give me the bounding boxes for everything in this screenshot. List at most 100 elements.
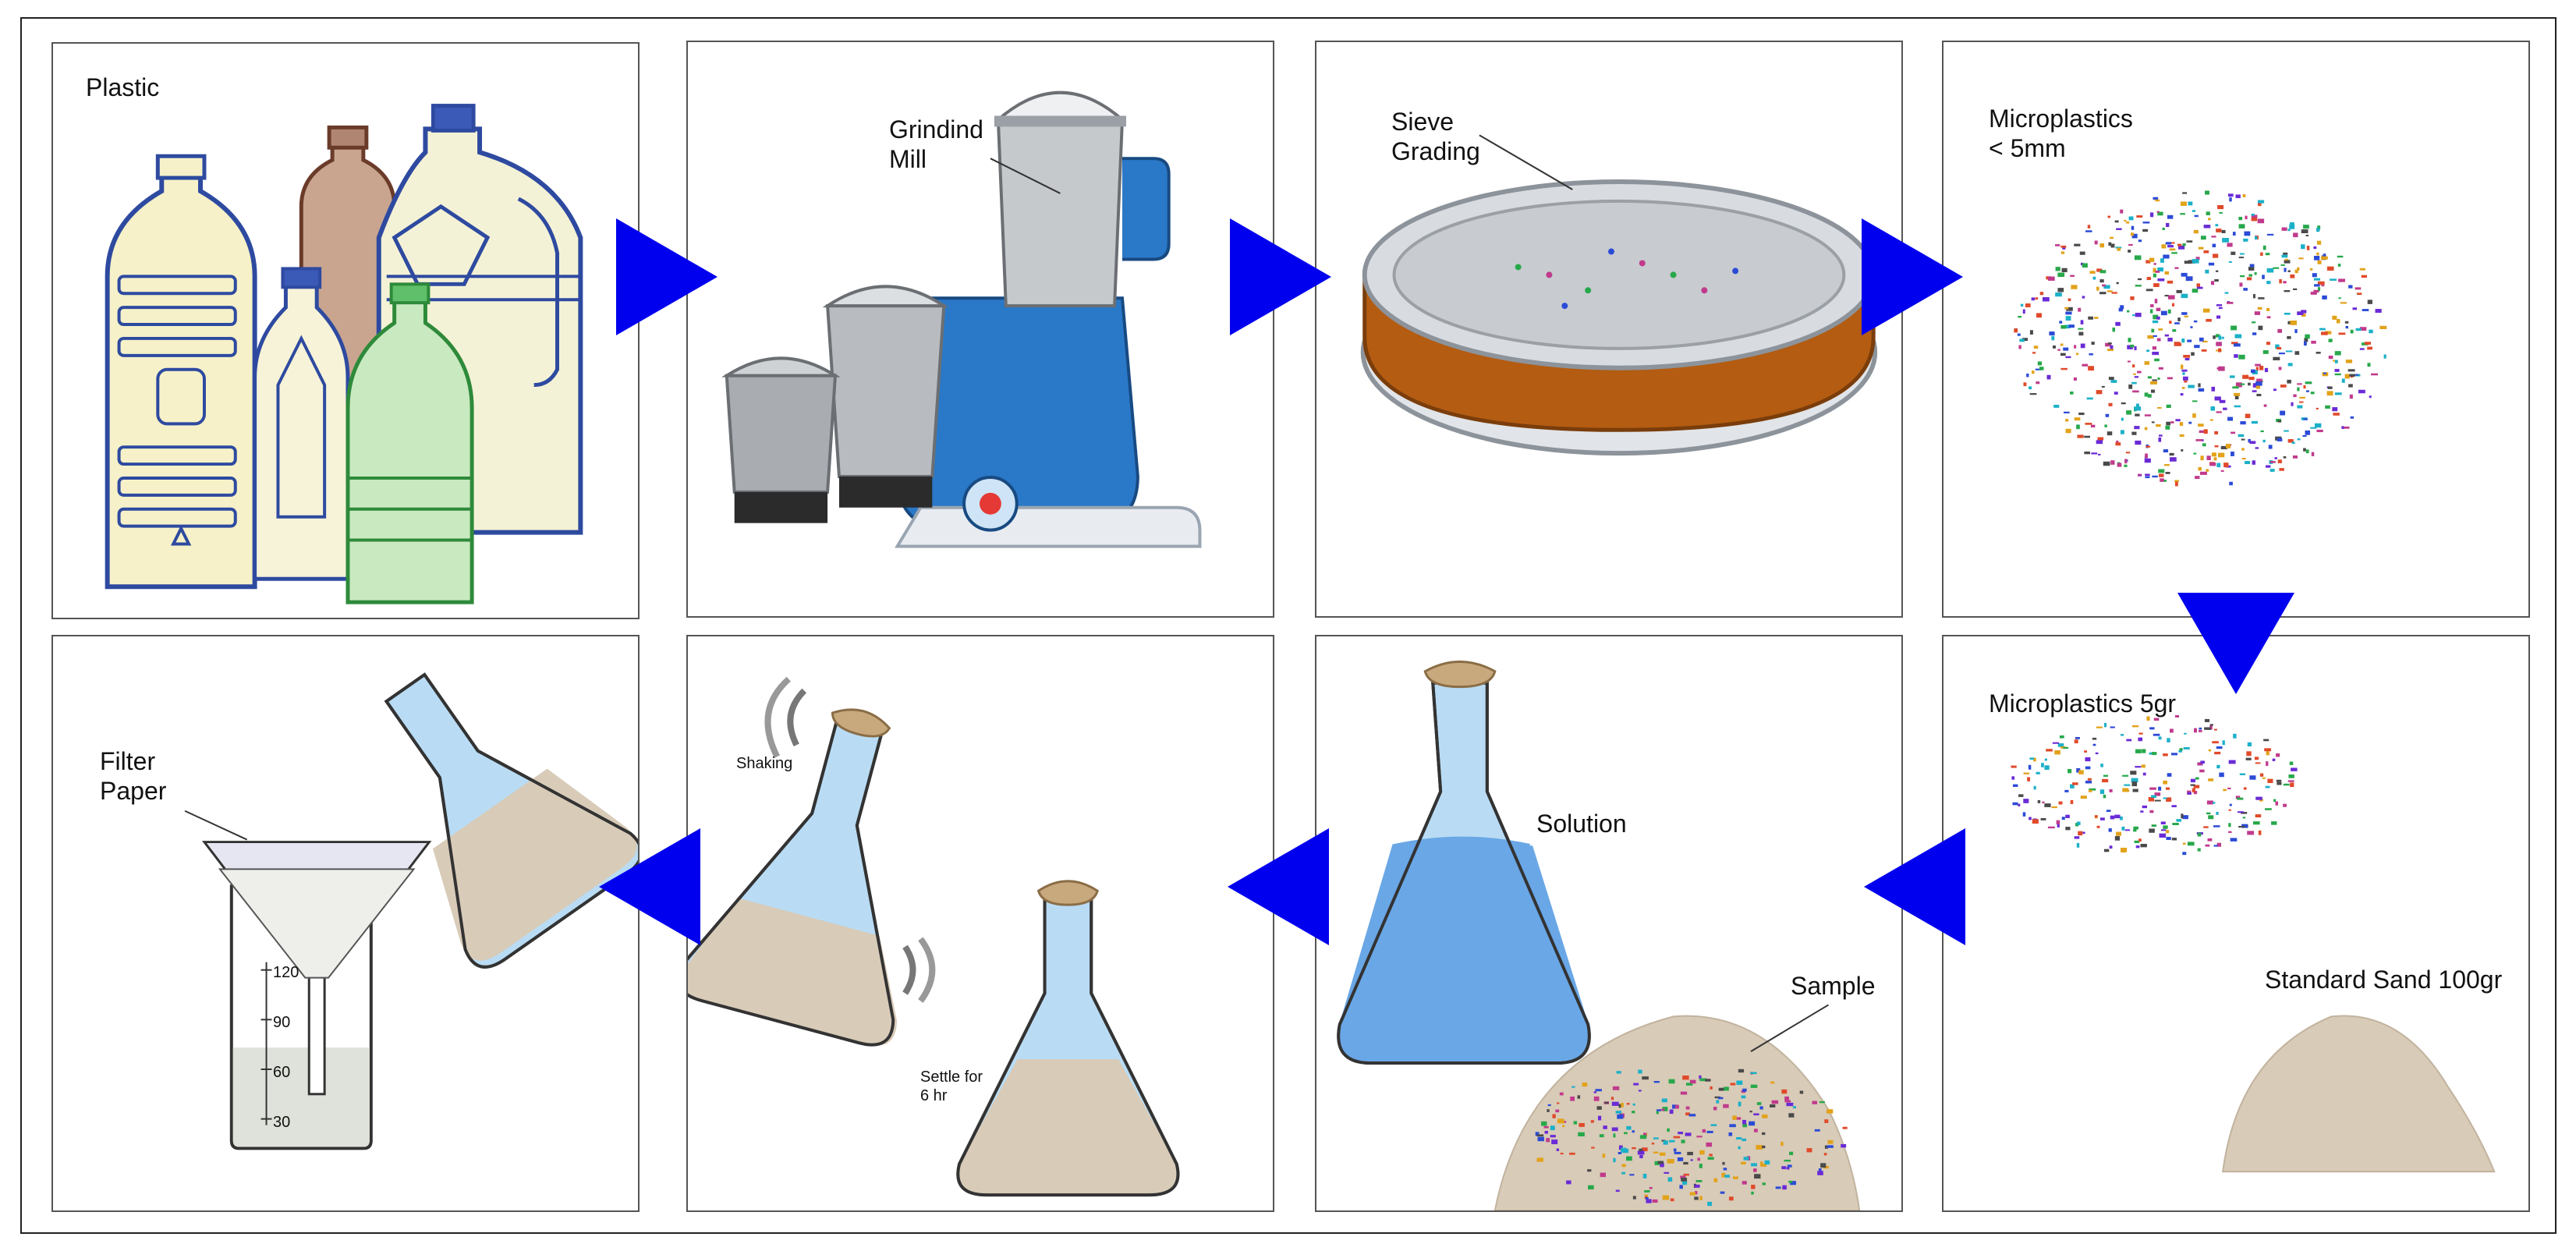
microplastic-particle xyxy=(2012,802,2018,806)
microplastic-particle xyxy=(2263,404,2267,407)
microplastic-particle xyxy=(2333,413,2340,416)
microplastic-particle xyxy=(2297,387,2300,392)
microplastic-particle xyxy=(2231,452,2234,456)
microplastic-particle xyxy=(2337,255,2344,258)
microplastic-particle xyxy=(2042,801,2045,803)
microplastic-particle xyxy=(2367,346,2372,350)
microplastic-particle xyxy=(2243,787,2247,790)
microplastic-particle xyxy=(2058,801,2063,805)
sample-particle xyxy=(1611,1101,1619,1106)
microplastic-particle xyxy=(2149,257,2155,262)
sample-particle xyxy=(1604,1101,1609,1104)
microplastic-particle xyxy=(2147,335,2154,339)
sample-particle xyxy=(1625,1156,1632,1161)
microplastic-particle xyxy=(2233,733,2237,739)
microplastic-particle xyxy=(2180,393,2184,396)
microplastic-particle xyxy=(2334,373,2341,376)
sample-particle xyxy=(1615,1111,1622,1114)
microplastic-particle xyxy=(2359,327,2367,331)
microplastic-particle xyxy=(2266,751,2270,756)
sample-particle xyxy=(1753,1113,1759,1116)
microplastic-particle xyxy=(2223,462,2229,468)
microplastic-particle xyxy=(2063,746,2069,750)
microplastic-particle xyxy=(2078,770,2084,774)
microplastic-particle xyxy=(2096,825,2100,828)
sample-particle xyxy=(1720,1191,1725,1194)
microplastic-particle xyxy=(2134,346,2137,351)
sample-particle xyxy=(1626,1103,1630,1105)
microplastic-particle xyxy=(2115,442,2121,446)
microplastic-particle xyxy=(2322,295,2327,299)
microplastic-particle xyxy=(2341,378,2345,383)
microplastic-particle xyxy=(2126,739,2132,742)
microplastic-particle xyxy=(2092,276,2096,280)
microplastic-particle xyxy=(2181,293,2188,299)
sample-particle xyxy=(1685,1106,1690,1110)
microplastic-particle xyxy=(2321,285,2325,287)
microplastic-particle xyxy=(2341,426,2344,430)
microplastic-particle xyxy=(2171,805,2177,808)
microplastic-particle xyxy=(2150,304,2154,307)
microplastic-particle xyxy=(2223,407,2227,410)
microplastic-particle xyxy=(2228,809,2231,811)
microplastic-particle xyxy=(2116,831,2121,836)
microplastic-particle xyxy=(2098,453,2101,455)
microplastic-particle xyxy=(2105,342,2111,347)
microplastic-particle xyxy=(2164,464,2170,466)
sample-particle xyxy=(1707,1201,1712,1207)
microplastic-particle xyxy=(2088,789,2092,792)
microplastic-particle xyxy=(2205,190,2209,195)
sample-particle xyxy=(1824,1145,1828,1149)
microplastic-particle xyxy=(2167,773,2172,777)
sample-particle xyxy=(1621,1164,1626,1168)
sample-particle xyxy=(1782,1185,1787,1190)
microplastic-particle xyxy=(2266,281,2271,285)
sample-particle xyxy=(1750,1084,1758,1088)
microplastic-particle xyxy=(2270,469,2275,472)
microplastic-particle xyxy=(2192,210,2196,212)
sample-particle xyxy=(1644,1194,1648,1200)
sample-particle xyxy=(1689,1192,1696,1196)
microplastic-particle xyxy=(2305,449,2309,454)
sample-particle xyxy=(1638,1090,1642,1092)
microplastic-particle xyxy=(2221,336,2224,339)
microplastic-particle xyxy=(2203,429,2208,434)
microplastic-particle xyxy=(2131,778,2138,783)
microplastic-particle xyxy=(2297,267,2300,271)
microplastic-particle xyxy=(2218,307,2223,310)
microplastic-particle xyxy=(2277,459,2282,463)
microplastic-particle xyxy=(2284,258,2289,260)
sample-label: Sample xyxy=(1791,972,1876,1000)
sample-particle xyxy=(1789,1151,1794,1155)
microplastic-particle xyxy=(2206,455,2211,460)
microplastic-particle xyxy=(2115,246,2122,249)
microplastic-particle xyxy=(2290,782,2294,788)
microplastic-particle xyxy=(2055,267,2060,271)
microplastic-particle xyxy=(2193,785,2200,789)
microplastic-particle xyxy=(2144,427,2148,431)
sample-particle xyxy=(1547,1109,1550,1112)
sample-particle xyxy=(1646,1199,1652,1203)
microplastic-particle xyxy=(2334,392,2342,395)
microplastic-particle xyxy=(2057,288,2064,292)
microplastic-particle xyxy=(2047,276,2055,281)
microplastic-particle xyxy=(2255,762,2261,764)
microplastic-particle xyxy=(2147,394,2152,398)
sample-particle xyxy=(1536,1157,1543,1162)
microplastic-particle xyxy=(2156,338,2161,342)
microplastic-particle xyxy=(2167,295,2175,299)
microplastic-particle xyxy=(2084,750,2088,753)
microplastic-particle xyxy=(2379,325,2387,329)
sample-particle xyxy=(1717,1097,1724,1100)
microplastic-particle xyxy=(2234,405,2241,408)
microplastic-particle xyxy=(2195,257,2200,260)
microplastic-particle xyxy=(2056,820,2060,824)
sample-particle xyxy=(1751,1191,1754,1195)
microplastic-particle xyxy=(2196,286,2203,289)
microplastic-particle xyxy=(2287,439,2294,443)
microplastic-particle xyxy=(2193,229,2199,234)
microplastic-particle xyxy=(2181,312,2188,315)
microplastic-particle xyxy=(2031,297,2036,301)
microplastic-particle xyxy=(2201,349,2207,352)
sample-particle xyxy=(1679,1185,1683,1189)
